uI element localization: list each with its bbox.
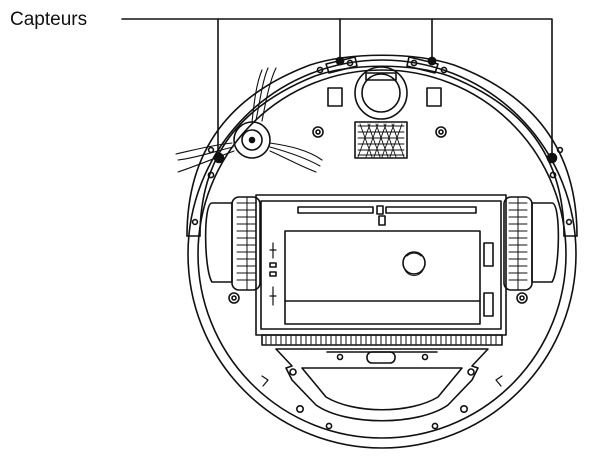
compartment-left-latch [269,242,277,306]
right-clip-bottom [483,292,494,317]
inner-shell [197,69,567,439]
cliff-sensor-right [546,146,564,164]
cliff-sensor-front-left [325,56,358,74]
contact-left [327,87,343,107]
main-compartment [255,194,507,336]
left-wheel-screw [228,292,240,304]
front-bumper-outer [186,54,578,237]
robot-body [175,54,578,449]
battery-screw [402,251,426,277]
battery-cover [284,230,481,325]
right-drive-wheel [503,196,560,304]
side-brush [175,67,323,173]
contact-right [426,87,442,107]
front-caster-wheel [354,66,408,120]
vent-grille [354,121,408,159]
bin-release-button [366,351,396,364]
cliff-sensors [207,56,564,164]
right-clip-top [483,242,494,267]
sensor-callout-leaders [121,18,553,159]
front-bumper-inner [199,65,565,237]
cliff-sensor-front-right [406,56,439,74]
bumper-fasteners [191,59,573,226]
top-bar-left [297,206,374,214]
outer-shell [187,59,577,449]
callout-bracket [121,18,553,157]
debris-bin [261,348,503,430]
top-screw-right [435,126,447,138]
brush-guard [261,334,503,346]
right-wheel-screw [516,292,528,304]
left-drive-wheel [204,196,261,304]
bin-screws [289,353,475,430]
sensors-callout-label: Capteurs [10,9,88,30]
top-screw-left [312,126,324,138]
top-bar-right [385,206,477,214]
